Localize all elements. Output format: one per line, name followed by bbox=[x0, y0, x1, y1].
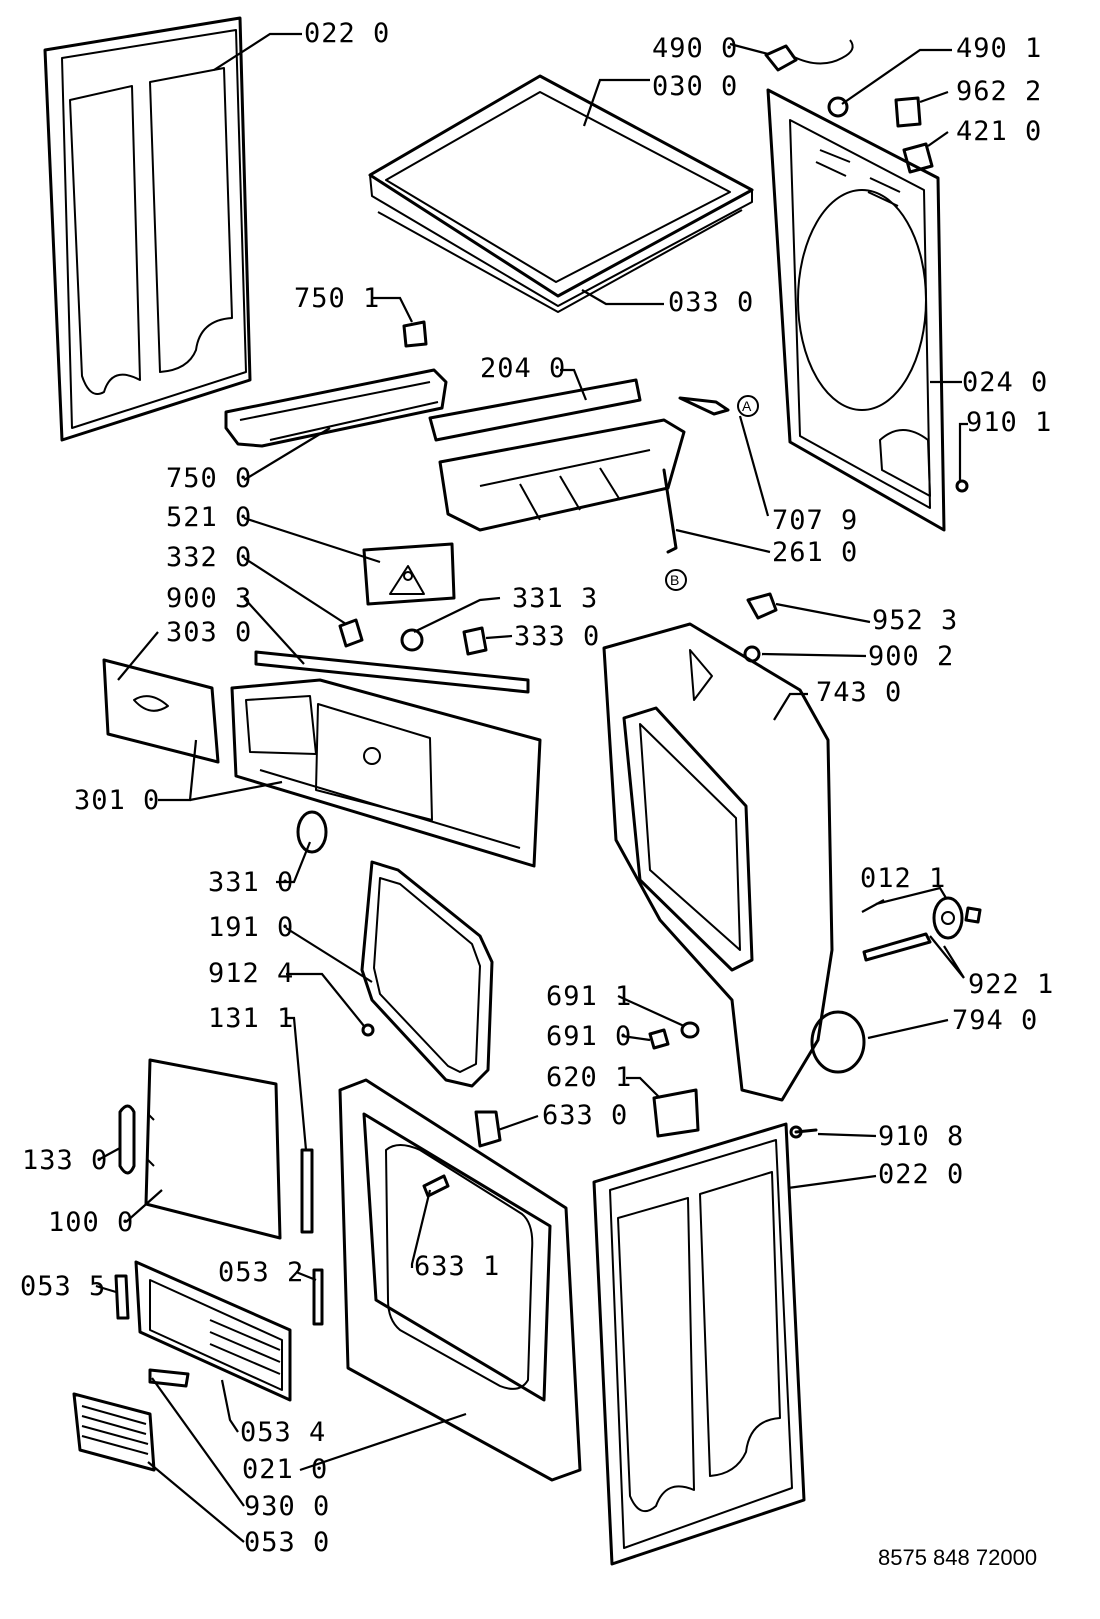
part-label-922-1: 922 1 bbox=[968, 969, 1055, 1000]
part-label-021-0: 021 0 bbox=[242, 1454, 329, 1485]
callout-letter-b: B bbox=[670, 572, 680, 588]
part-label-331-3: 331 3 bbox=[512, 583, 599, 614]
part-label-962-2: 962 2 bbox=[956, 76, 1043, 107]
back-panel bbox=[766, 88, 946, 532]
part-label-033-0: 033 0 bbox=[668, 287, 755, 318]
screw-900-2 bbox=[743, 645, 761, 663]
part-label-490-0: 490 0 bbox=[652, 33, 739, 64]
part-label-053-2: 053 2 bbox=[218, 1257, 305, 1288]
part-label-053-4: 053 4 bbox=[240, 1417, 327, 1448]
drawing-number: 8575 848 72000 bbox=[878, 1545, 1038, 1570]
part-label-691-0: 691 0 bbox=[546, 1021, 633, 1052]
foot bbox=[402, 320, 428, 348]
control-rail bbox=[254, 650, 530, 694]
part-label-707-9: 707 9 bbox=[772, 505, 859, 536]
knob-insert bbox=[400, 628, 424, 652]
label-plate bbox=[894, 96, 922, 128]
part-label-303-0: 303 0 bbox=[166, 617, 253, 648]
top-cover bbox=[368, 74, 754, 313]
part-label-900-3: 900 3 bbox=[166, 583, 253, 614]
door-seal bbox=[360, 860, 494, 1088]
part-label-421-0: 421 0 bbox=[956, 116, 1043, 147]
part-label-191-0: 191 0 bbox=[208, 912, 295, 943]
part-label-332-0: 332 0 bbox=[166, 542, 253, 573]
control-panel-insert bbox=[102, 658, 220, 764]
screw-910-8 bbox=[789, 1125, 818, 1139]
part-label-910-1: 910 1 bbox=[966, 407, 1053, 438]
control-knob bbox=[296, 810, 328, 854]
timer-module bbox=[362, 542, 456, 606]
felt-ring bbox=[680, 1021, 700, 1039]
part-label-301-0: 301 0 bbox=[74, 785, 161, 816]
door-latch bbox=[422, 1174, 450, 1198]
strain-relief bbox=[827, 96, 849, 118]
part-label-912-4: 912 4 bbox=[208, 958, 295, 989]
switch-332 bbox=[338, 618, 364, 648]
part-label-900-2: 900 2 bbox=[868, 641, 955, 672]
filter-housing bbox=[428, 378, 686, 554]
part-label-333-0: 333 0 bbox=[514, 621, 601, 652]
part-label-053-0: 053 0 bbox=[244, 1527, 331, 1558]
side-panel-right bbox=[592, 1122, 806, 1566]
drum-shaft bbox=[862, 896, 982, 962]
part-label-131-1: 131 1 bbox=[208, 1003, 295, 1034]
part-label-053-5: 053 5 bbox=[20, 1271, 107, 1302]
part-label-633-0: 633 0 bbox=[542, 1100, 629, 1131]
part-label-910-8: 910 8 bbox=[878, 1121, 965, 1152]
part-label-012-1: 012 1 bbox=[860, 863, 947, 894]
part-label-521-0: 521 0 bbox=[166, 502, 253, 533]
power-cord bbox=[764, 39, 854, 72]
part-label-633-1: 633 1 bbox=[414, 1251, 501, 1282]
part-label-331-0: 331 0 bbox=[208, 867, 295, 898]
part-label-030-0: 030 0 bbox=[652, 71, 739, 102]
part-label-261-0: 261 0 bbox=[772, 537, 859, 568]
filter-clip-left bbox=[114, 1274, 130, 1320]
part-label-024-0: 024 0 bbox=[962, 367, 1049, 398]
part-label-100-0: 100 0 bbox=[48, 1207, 135, 1238]
part-label-794-0: 794 0 bbox=[952, 1005, 1039, 1036]
part-label-022-0-side: 022 0 bbox=[304, 18, 391, 49]
filter-clip-right bbox=[312, 1268, 324, 1326]
door-strip bbox=[300, 1148, 314, 1234]
light-bulb bbox=[746, 592, 778, 620]
filter-tab bbox=[148, 1368, 190, 1388]
capacitor-block bbox=[902, 142, 934, 174]
leader-lines bbox=[95, 32, 968, 1543]
part-label-022-0-right: 022 0 bbox=[878, 1159, 965, 1190]
part-label-691-1: 691 1 bbox=[546, 981, 633, 1012]
door bbox=[144, 1058, 282, 1240]
front-panel bbox=[338, 1078, 582, 1482]
thermostat bbox=[678, 396, 730, 416]
side-panel-left bbox=[43, 16, 252, 442]
callout-a bbox=[737, 395, 759, 417]
drum-belt bbox=[810, 1010, 866, 1074]
callout-letter-a: A bbox=[742, 398, 752, 414]
door-switch bbox=[652, 1088, 700, 1138]
switch-333 bbox=[462, 626, 488, 656]
hinge bbox=[474, 1110, 502, 1148]
bearing-bush bbox=[648, 1028, 670, 1050]
front-grille bbox=[72, 1392, 156, 1472]
part-label-750-1: 750 1 bbox=[294, 283, 381, 314]
callout-b bbox=[665, 569, 687, 591]
control-bracket bbox=[224, 368, 448, 448]
part-label-133-0: 133 0 bbox=[22, 1145, 109, 1176]
part-label-204-0: 204 0 bbox=[480, 353, 567, 384]
screw-910-1 bbox=[955, 479, 969, 493]
part-label-490-1: 490 1 bbox=[956, 33, 1043, 64]
part-label-930-0: 930 0 bbox=[244, 1491, 331, 1522]
part-label-620-1: 620 1 bbox=[546, 1062, 633, 1093]
door-handle bbox=[118, 1104, 136, 1175]
filter-frame bbox=[134, 1260, 292, 1402]
part-label-743-0: 743 0 bbox=[816, 677, 903, 708]
part-label-750-0: 750 0 bbox=[166, 463, 253, 494]
part-label-952-3: 952 3 bbox=[872, 605, 959, 636]
drum-front-bearing bbox=[602, 622, 834, 1102]
control-fascia bbox=[230, 678, 542, 868]
screw-912-4 bbox=[361, 1023, 375, 1037]
